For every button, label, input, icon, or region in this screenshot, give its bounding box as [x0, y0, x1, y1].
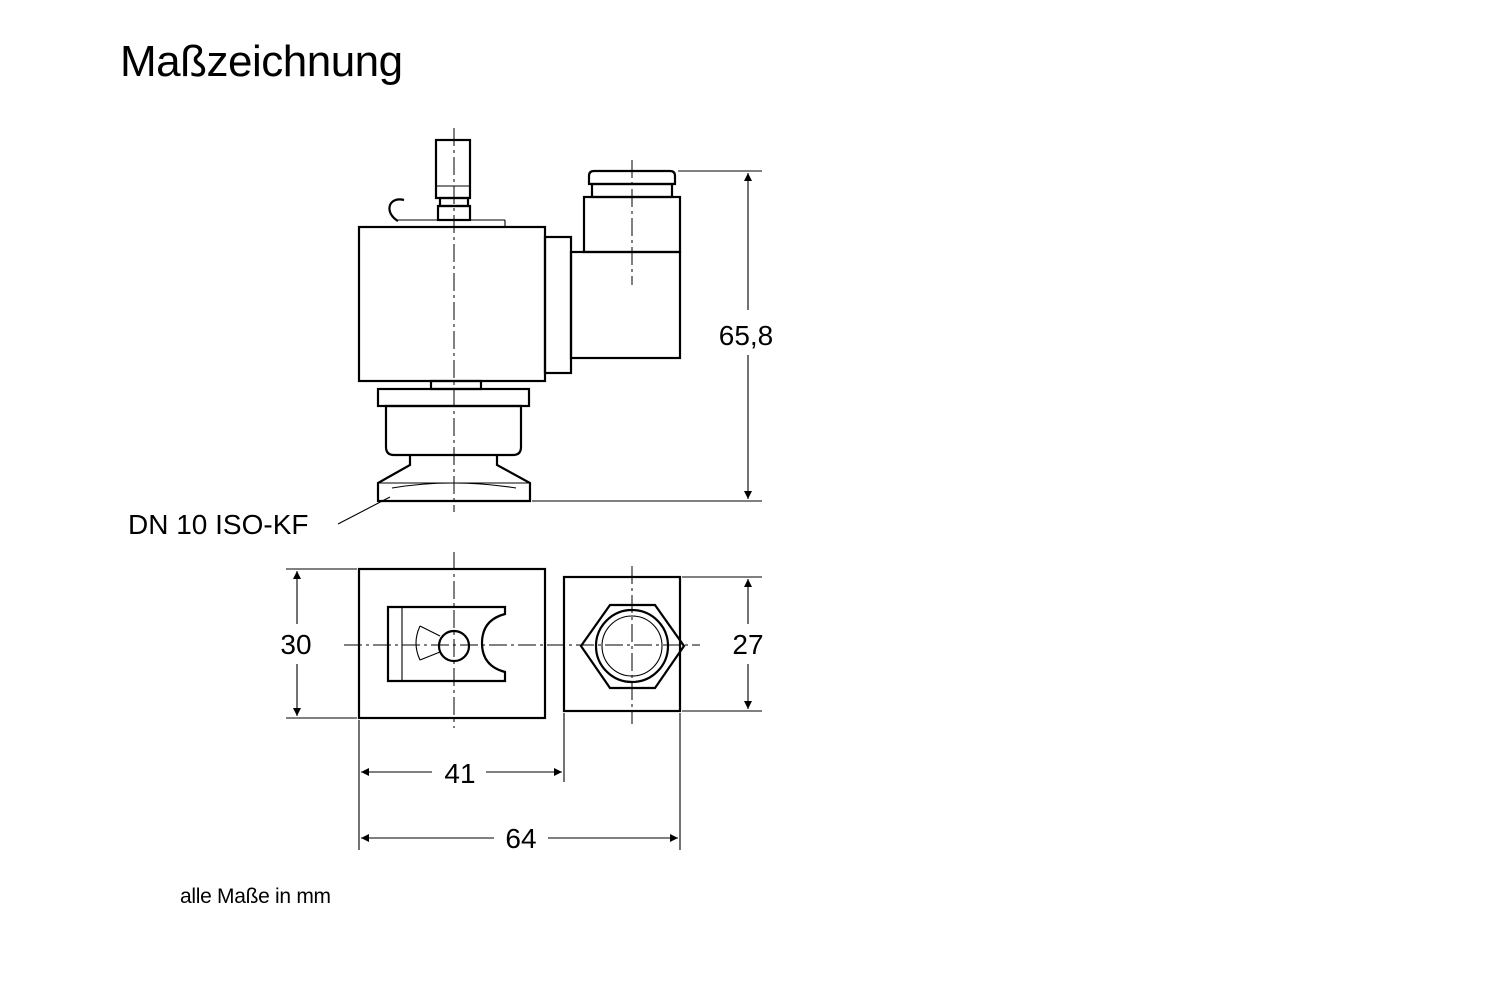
connector-top	[562, 575, 682, 713]
width-dimension-27: 27	[682, 576, 764, 712]
top-view	[344, 552, 700, 728]
length-label-64: 64	[505, 823, 536, 854]
screw-head	[587, 169, 677, 186]
valve-body	[384, 404, 523, 457]
hook	[388, 198, 405, 222]
units-footnote: alle Maße in mm	[180, 885, 331, 908]
connector-neck	[543, 235, 573, 375]
width-dimension-30: 30	[280, 568, 357, 719]
top-pin	[434, 138, 472, 200]
width-label-27: 27	[732, 629, 763, 660]
height-dimension: 65,8	[532, 170, 774, 502]
length-dimension-41: 41	[358, 713, 565, 850]
width-label-30: 30	[280, 629, 311, 660]
connection-leader: DN 10 ISO-KF	[128, 496, 391, 540]
coil-body	[357, 225, 547, 383]
height-label: 65,8	[719, 320, 774, 351]
length-dimension-64: 64	[361, 713, 681, 854]
page-title: Maßzeichnung	[120, 37, 403, 86]
coil-terminal	[386, 605, 507, 683]
side-view	[357, 128, 682, 512]
coil-top	[357, 567, 547, 720]
connection-label: DN 10 ISO-KF	[128, 509, 308, 540]
length-label-41: 41	[444, 758, 475, 789]
hex-nut	[579, 603, 686, 690]
connector-plug	[569, 250, 682, 360]
